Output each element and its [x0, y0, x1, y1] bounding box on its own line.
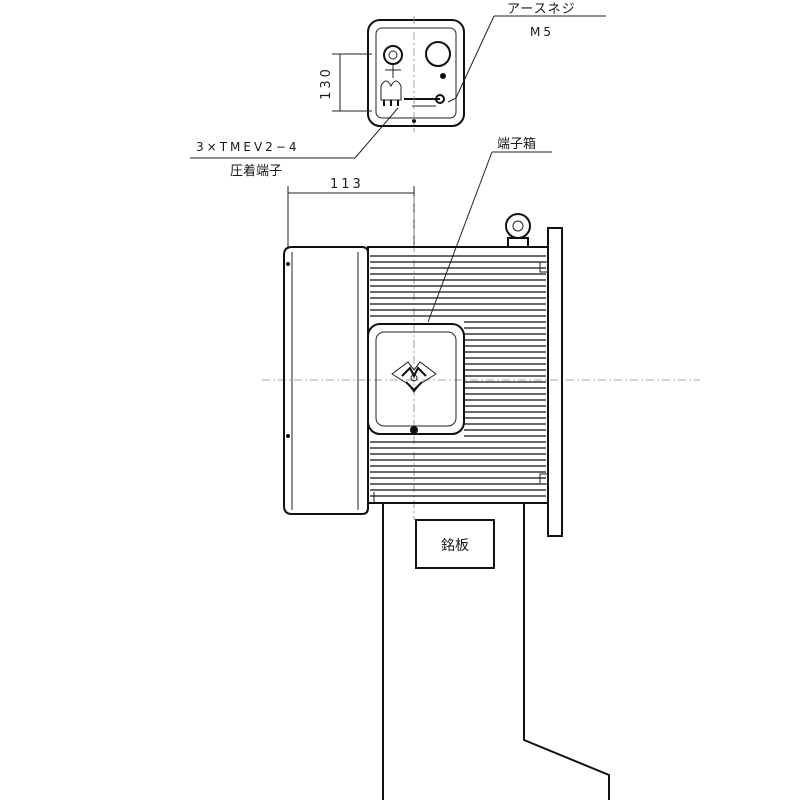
terminal-part-callout: 3×TMEV2−4 圧着端子 — [190, 107, 399, 179]
terminal-box-label: 端子箱 — [497, 136, 536, 152]
dimension-113-label: 113 — [330, 177, 364, 192]
terminal-box-detail — [367, 16, 465, 132]
dimension-130: 130 — [319, 53, 372, 112]
cooling-fins — [370, 255, 546, 497]
crimp-terminals-icon — [380, 80, 402, 106]
motor-base — [382, 503, 610, 800]
terminal-box-callout: 端子箱 — [427, 136, 552, 323]
terminal-part-label: 3×TMEV2−4 — [196, 140, 300, 154]
dimension-113: 113 — [287, 177, 415, 248]
terminal-box-screw — [410, 426, 418, 434]
earth-screw-callout: アースネジ M5 — [447, 2, 606, 103]
earth-screw-size-label: M5 — [530, 25, 554, 39]
nameplate-box — [415, 519, 495, 569]
flange — [547, 227, 563, 537]
earth-screw-label: アースネジ — [507, 2, 576, 17]
detail-outer-frame — [367, 19, 465, 127]
motor-side-view: 銘板 — [262, 196, 700, 800]
terminal-type-label: 圧着端子 — [230, 163, 282, 179]
fan-cover — [283, 246, 369, 515]
detail-inner-frame — [375, 27, 457, 119]
nameplate-label: 銘板 — [441, 538, 469, 554]
terminal-box — [367, 323, 465, 435]
eye-bolt-icon — [505, 213, 531, 248]
earth-screw-dot — [440, 73, 446, 79]
manufacturer-logo-icon — [391, 361, 437, 393]
terminal-post-icon — [383, 45, 403, 65]
detail-screw-hole — [425, 41, 451, 67]
dimension-130-label: 130 — [319, 66, 334, 100]
